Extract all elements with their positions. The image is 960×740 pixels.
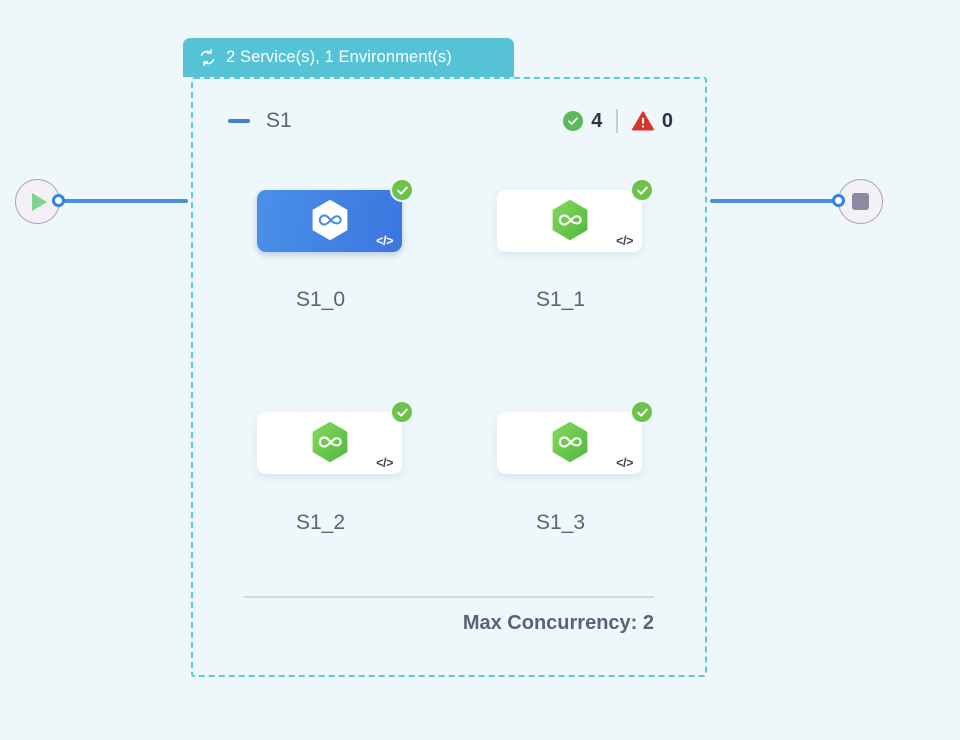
status-warning: 0 — [631, 109, 673, 133]
end-node-target-handle[interactable] — [832, 194, 845, 207]
sync-loop-icon — [198, 48, 217, 67]
status-success: 4 — [563, 110, 602, 133]
warning-triangle-icon — [631, 111, 654, 131]
footer-divider — [244, 596, 654, 598]
check-circle-icon — [563, 111, 584, 131]
minus-icon[interactable] — [228, 119, 250, 123]
code-icon: </> — [376, 455, 393, 470]
service-node-label: S1_1 — [535, 288, 586, 311]
service-node-card[interactable]: </> — [257, 412, 402, 474]
start-node-source-handle[interactable] — [52, 194, 65, 207]
service-node-label: S1_0 — [295, 288, 346, 311]
service-node-card[interactable]: </> — [497, 190, 642, 252]
group-status-summary: 4 0 — [563, 109, 673, 133]
infinity-hexagon-icon — [309, 198, 351, 244]
check-badge-icon — [630, 400, 654, 424]
group-name-label: S1 — [266, 109, 292, 132]
group-header-title: 2 Service(s), 1 Environment(s) — [226, 48, 452, 66]
service-node-card[interactable]: </> — [257, 190, 402, 252]
service-node-s1-2[interactable]: </> — [257, 400, 414, 474]
code-icon: </> — [616, 233, 633, 248]
check-badge-icon — [390, 400, 414, 424]
code-icon: </> — [376, 233, 393, 248]
service-group-container[interactable] — [191, 77, 707, 677]
status-divider — [616, 109, 618, 133]
check-badge-icon — [630, 178, 654, 202]
service-node-s1-1[interactable]: </> — [497, 178, 654, 252]
edge-start-to-group[interactable] — [62, 199, 188, 203]
group-header-row: S1 4 0 — [228, 104, 673, 138]
check-badge-icon — [390, 178, 414, 202]
service-node-card[interactable]: </> — [497, 412, 642, 474]
success-count: 4 — [591, 109, 603, 132]
play-icon — [32, 192, 47, 211]
service-node-label: S1_3 — [535, 511, 586, 534]
infinity-hexagon-icon — [309, 420, 351, 466]
warning-count: 0 — [661, 109, 673, 132]
service-node-label: S1_2 — [295, 511, 346, 534]
max-concurrency-label: Max Concurrency: 2 — [462, 612, 654, 634]
infinity-hexagon-icon — [549, 198, 591, 244]
service-node-s1-0[interactable]: </> — [257, 178, 414, 252]
stop-icon — [852, 193, 869, 210]
code-icon: </> — [616, 455, 633, 470]
group-header-tab[interactable]: 2 Service(s), 1 Environment(s) — [183, 38, 514, 77]
edge-group-to-end[interactable] — [710, 199, 840, 203]
service-node-s1-3[interactable]: </> — [497, 400, 654, 474]
infinity-hexagon-icon — [549, 420, 591, 466]
group-collapse-area[interactable]: S1 — [228, 109, 292, 133]
